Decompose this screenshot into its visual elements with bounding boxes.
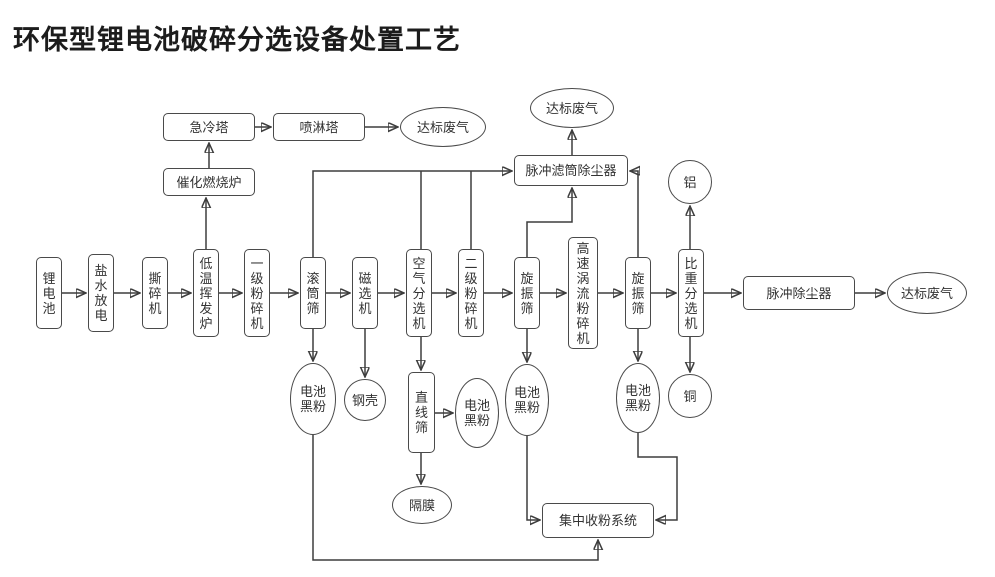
node-label: 钢壳 — [351, 392, 378, 408]
node-gravity-separator: 比重分选机 — [678, 249, 704, 337]
node-drum-screen: 滚筒筛 — [300, 257, 326, 329]
node-label: 旋振筛 — [520, 270, 534, 316]
node-label: 铝 — [683, 174, 697, 190]
node-label: 隔膜 — [408, 497, 435, 513]
node-rotary-vibrating-screen-1: 旋振筛 — [514, 257, 540, 329]
node-label: 盐水放电 — [94, 263, 108, 323]
node-label: 脉冲除尘器 — [766, 285, 832, 301]
node-label: 电池黑粉 — [463, 398, 490, 428]
node-qualified-exhaust-main: 达标废气 — [887, 272, 967, 314]
node-aluminum: 铝 — [668, 160, 712, 204]
node-rotary-vibrating-screen-2: 旋振筛 — [625, 257, 651, 329]
node-high-speed-eddy-mill: 高速涡流粉碎机 — [568, 237, 598, 349]
node-label: 锂电池 — [42, 270, 56, 316]
node-label: 电池黑粉 — [299, 384, 326, 414]
node-label: 电池黑粉 — [624, 383, 651, 413]
node-magnetic-separator: 磁选机 — [352, 257, 378, 329]
node-shredder: 撕碎机 — [142, 257, 168, 329]
node-label: 喷淋塔 — [299, 119, 339, 135]
node-label: 空气分选机 — [412, 255, 426, 331]
node-label: 滚筒筛 — [306, 270, 320, 316]
node-copper: 铜 — [668, 374, 712, 418]
node-battery-black-powder-1: 电池黑粉 — [290, 363, 336, 435]
node-quench-tower: 急冷塔 — [163, 113, 255, 141]
node-linear-screen: 直线筛 — [408, 372, 435, 453]
exhaust-treatment-arrows — [206, 127, 572, 249]
node-battery-black-powder-2: 电池黑粉 — [455, 378, 499, 448]
node-label: 撕碎机 — [148, 270, 162, 316]
node-label: 电池黑粉 — [513, 385, 540, 415]
node-label: 达标废气 — [900, 285, 953, 301]
node-central-powder-collection: 集中收粉系统 — [542, 503, 654, 538]
node-secondary-crusher: 二级粉碎机 — [458, 249, 484, 337]
node-separator-membrane: 隔膜 — [392, 486, 452, 524]
node-label: 磁选机 — [358, 270, 372, 316]
node-label: 直线筛 — [414, 390, 428, 435]
node-spray-tower: 喷淋塔 — [273, 113, 365, 141]
node-label: 达标废气 — [545, 100, 598, 116]
node-catalytic-combustion-furnace: 催化燃烧炉 — [163, 168, 255, 196]
node-label: 催化燃烧炉 — [176, 174, 242, 190]
node-air-separator: 空气分选机 — [406, 249, 432, 337]
output-arrows — [313, 206, 690, 484]
node-label: 达标废气 — [416, 119, 469, 135]
node-label: 二级粉碎机 — [464, 255, 478, 331]
page-title: 环保型锂电池破碎分选设备处置工艺 — [13, 25, 461, 55]
node-label: 一级粉碎机 — [250, 255, 264, 331]
powder-collection-lines — [312, 433, 678, 561]
node-label: 旋振筛 — [631, 270, 645, 316]
node-label: 比重分选机 — [684, 255, 698, 331]
node-battery-black-powder-3: 电池黑粉 — [505, 364, 549, 436]
node-battery-black-powder-4: 电池黑粉 — [616, 363, 660, 433]
node-pulse-dust-collector: 脉冲除尘器 — [743, 276, 855, 310]
node-lithium-battery: 锂电池 — [36, 257, 62, 329]
node-label: 急冷塔 — [189, 119, 229, 135]
node-low-temp-volatilization-furnace: 低温挥发炉 — [193, 249, 219, 337]
dust-collector-lines — [312, 171, 638, 257]
node-label: 脉冲滤筒除尘器 — [525, 163, 617, 178]
node-pulse-cartridge-dust-collector: 脉冲滤筒除尘器 — [514, 155, 628, 186]
node-label: 集中收粉系统 — [558, 513, 637, 528]
node-primary-crusher: 一级粉碎机 — [244, 249, 270, 337]
node-label: 低温挥发炉 — [199, 255, 213, 331]
node-salt-water-discharge: 盐水放电 — [88, 254, 114, 332]
node-qualified-exhaust-cartridge: 达标废气 — [530, 88, 614, 128]
node-steel-shell: 钢壳 — [344, 379, 386, 421]
node-qualified-exhaust-spray: 达标废气 — [400, 107, 486, 147]
node-label: 高速涡流粉碎机 — [576, 240, 590, 346]
node-label: 铜 — [683, 388, 697, 404]
